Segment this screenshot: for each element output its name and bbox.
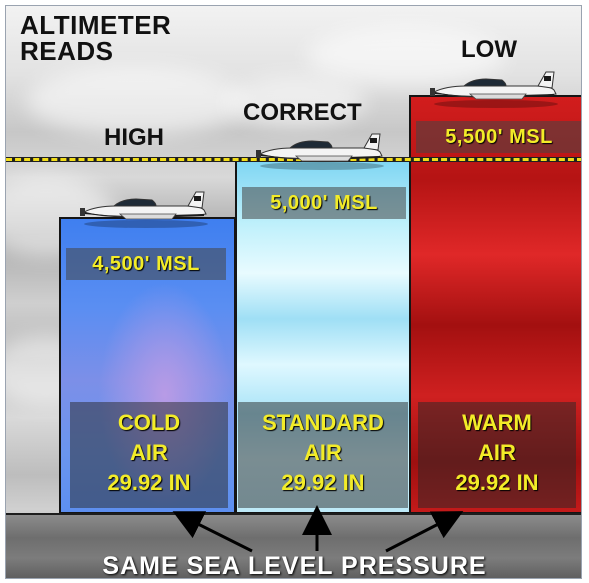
arrow-to-cold <box>172 511 253 553</box>
low-label: LOW <box>461 36 517 63</box>
standard-air-pressure: 29.92 IN <box>281 470 365 495</box>
altimeter-label-line2: READS <box>20 36 114 66</box>
cold-air-pressure: 29.92 IN <box>107 470 191 495</box>
cold-air-box: COLD AIR 29.92 IN <box>70 402 228 508</box>
arrows-graphic <box>172 505 464 553</box>
cold-air-line1: COLD <box>117 410 181 435</box>
correct-label: CORRECT <box>243 99 362 126</box>
sea-level-line <box>6 513 581 515</box>
warm-altitude-label: 5,500' MSL <box>416 121 581 153</box>
warm-air-pressure: 29.92 IN <box>455 470 539 495</box>
airplane-icon <box>80 191 208 228</box>
standard-altitude-label: 5,000' MSL <box>242 187 406 219</box>
altimeter-label-line1: ALTIMETER <box>20 10 172 40</box>
cloud <box>226 76 366 126</box>
standard-air-line2: AIR <box>304 440 342 465</box>
airplane-icon <box>256 133 384 170</box>
cold-air-line2: AIR <box>130 440 168 465</box>
cold-altitude-label: 4,500' MSL <box>66 248 226 280</box>
standard-air-line1: STANDARD <box>262 410 384 435</box>
true-altitude-dashed-line <box>6 158 581 161</box>
warm-air-box: WARM AIR 29.92 IN <box>418 402 576 508</box>
sea-level-strip <box>6 514 581 578</box>
airplane-icon <box>430 71 558 108</box>
diagram-frame: ALTIMETER READS LOW CORRECT HIGH 4,500' … <box>5 5 582 579</box>
sea-level-caption: SAME SEA LEVEL PRESSURE <box>102 552 487 579</box>
high-label: HIGH <box>104 124 164 151</box>
warm-air-line1: WARM <box>462 410 532 435</box>
cloud <box>306 26 506 86</box>
warm-air-line2: AIR <box>478 440 516 465</box>
altimeter-label: ALTIMETER READS <box>20 12 171 64</box>
standard-air-box: STANDARD AIR 29.92 IN <box>238 402 408 508</box>
arrow-to-warm <box>385 511 464 553</box>
cloud <box>26 66 246 136</box>
